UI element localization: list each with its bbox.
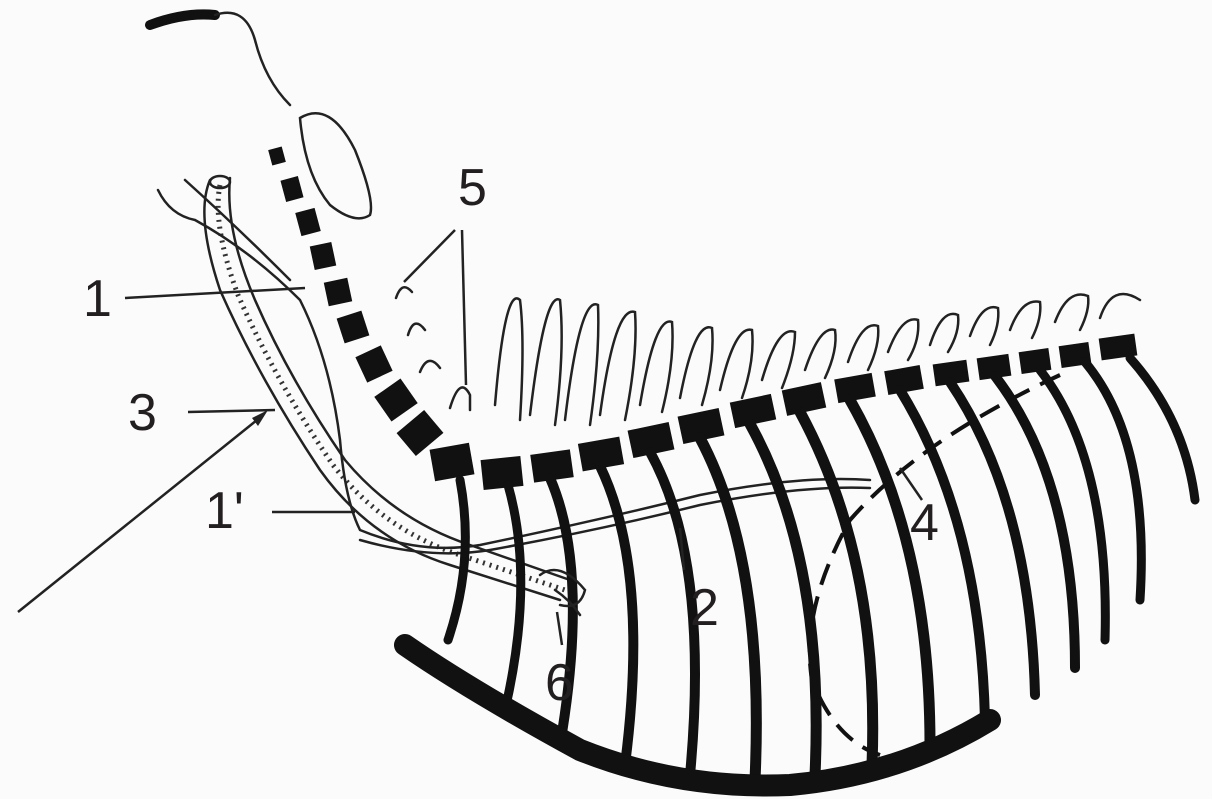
label-2: 2: [690, 579, 719, 637]
label-1-prime: 1': [205, 482, 244, 540]
label-1: 1: [83, 270, 112, 328]
label-4: 4: [910, 494, 939, 552]
label-6: 6: [545, 654, 574, 712]
head-cord: [150, 13, 290, 105]
label-5: 5: [458, 159, 487, 217]
scapula-outline: [300, 113, 371, 218]
ribs: [448, 358, 1195, 780]
label-3: 3: [128, 384, 157, 442]
